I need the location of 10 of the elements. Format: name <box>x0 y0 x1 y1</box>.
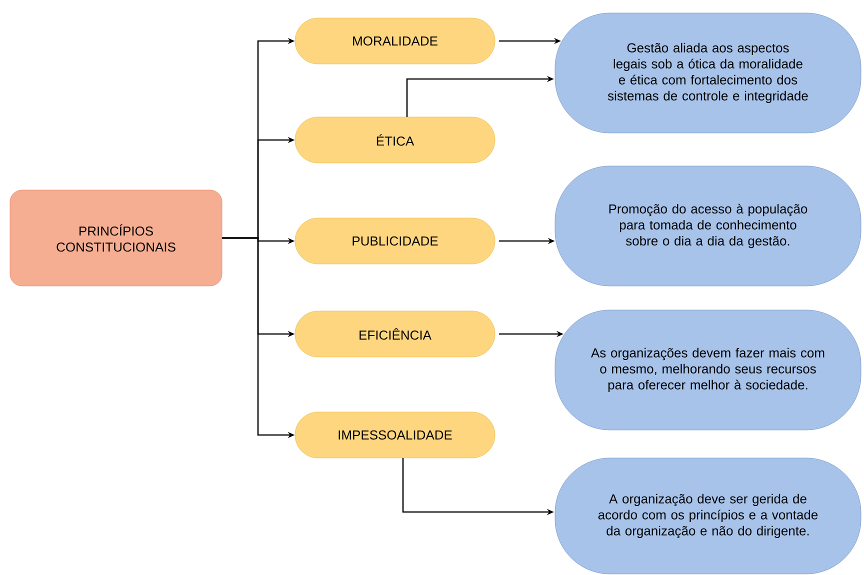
principle-pill: EFICIÊNCIA <box>294 310 496 358</box>
description-box: Promoção do acesso à população para tomada de conhecimento sobre o dia a dia da gestão. <box>554 166 862 286</box>
principle-pill: MORALIDADE <box>294 18 496 64</box>
principle-box: PRINCÍPIOS CONSTITUCIONAIS <box>10 190 222 286</box>
description-box: A organização deve ser gerida de acordo com os princípios e a vontade da organização e não do dirigente. <box>554 458 862 574</box>
principle-pill: ÉTICA <box>294 116 496 164</box>
description-box: Gestão aliada aos aspectos legais sob a ótica da moralidade e ética com fortalecimento dos sistemas de controle e integridade <box>554 12 862 134</box>
description-box: As organizações devem fazer mais com o mesmo, melhorando seus recursos para oferecer melhor à sociedade. <box>554 310 862 430</box>
principle-pill: IMPESSOALIDADE <box>294 412 496 458</box>
principle-pill: PUBLICIDADE <box>294 218 496 264</box>
